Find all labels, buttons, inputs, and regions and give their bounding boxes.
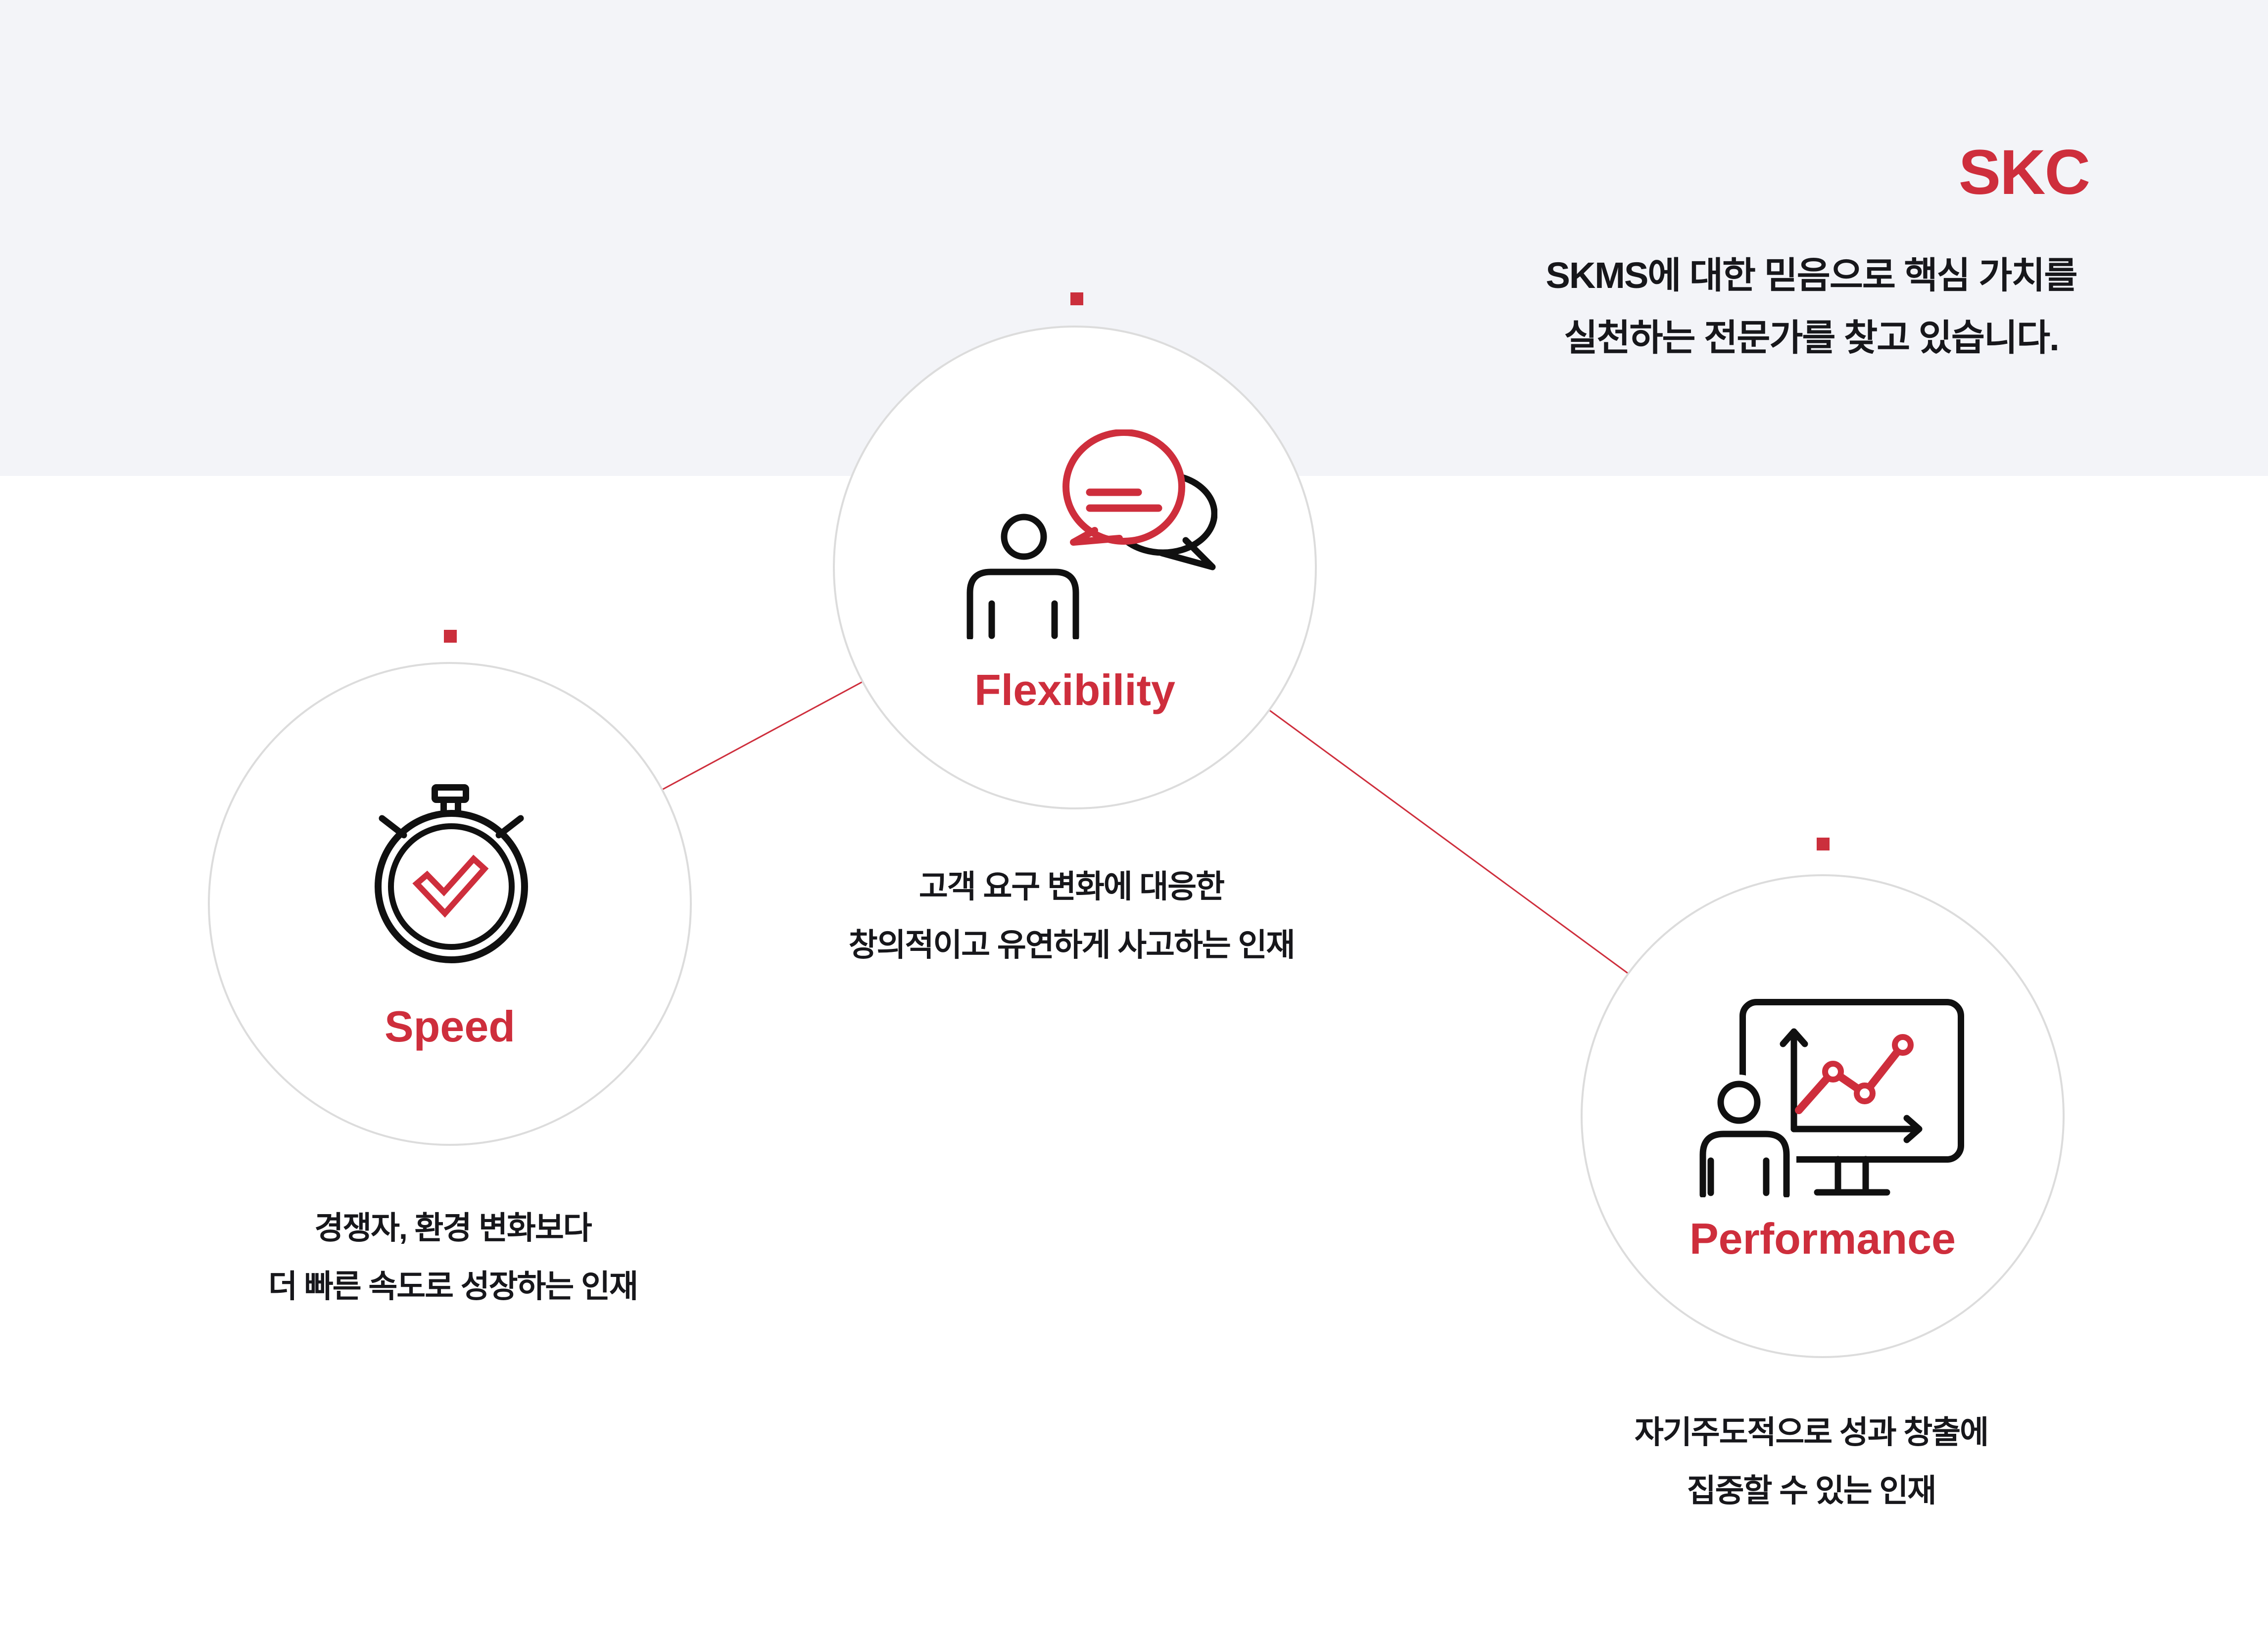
flexibility-label: Flexibility (974, 665, 1175, 714)
flexibility-circle (833, 326, 1317, 809)
flexibility-description: 고객 요구 변화에 대응한 창의적이고 유연하게 사고하는 인재 (750, 857, 1393, 974)
tagline-line-1: SKMS에 대한 믿음으로 핵심 가치를 (1545, 255, 2078, 296)
flexibility-description-line-1: 고객 요구 변화에 대응한 (918, 869, 1225, 904)
flexibility-description-line-2: 창의적이고 유연하게 사고하는 인재 (848, 927, 1296, 963)
person-chart-monitor-icon (1692, 996, 1967, 1198)
tagline-line-2: 실천하는 전문가를 찾고 있습니다. (1564, 317, 2059, 358)
stopwatch-check-icon (367, 777, 535, 970)
speed-description-line-2: 더 빠른 속도로 성장하는 인재 (268, 1269, 638, 1304)
speed-label: Speed (384, 1002, 516, 1051)
speed-description-line-1: 경쟁자, 환경 변화보다 (314, 1210, 592, 1246)
performance-label: Performance (1689, 1214, 1956, 1263)
speed-description: 경쟁자, 환경 변화보다 더 빠른 속도로 성장하는 인재 (131, 1199, 774, 1316)
performance-marker-square (1817, 838, 1830, 850)
speed-marker-square (444, 630, 457, 643)
performance-description-line-2: 집중할 수 있는 인재 (1687, 1473, 1936, 1508)
performance-description: 자기주도적으로 성과 창출에 집중할 수 있는 인재 (1490, 1403, 2133, 1520)
performance-circle (1581, 874, 2065, 1358)
brand-logo-text: SKC (1958, 137, 2090, 208)
flexibility-marker-square (1070, 292, 1083, 305)
person-speech-bubbles-icon (965, 429, 1218, 641)
performance-description-line-1: 자기주도적으로 성과 창출에 (1634, 1414, 1989, 1450)
header-tagline: SKMS에 대한 믿음으로 핵심 가치를 실천하는 전문가를 찾고 있습니다. (1514, 244, 2108, 369)
